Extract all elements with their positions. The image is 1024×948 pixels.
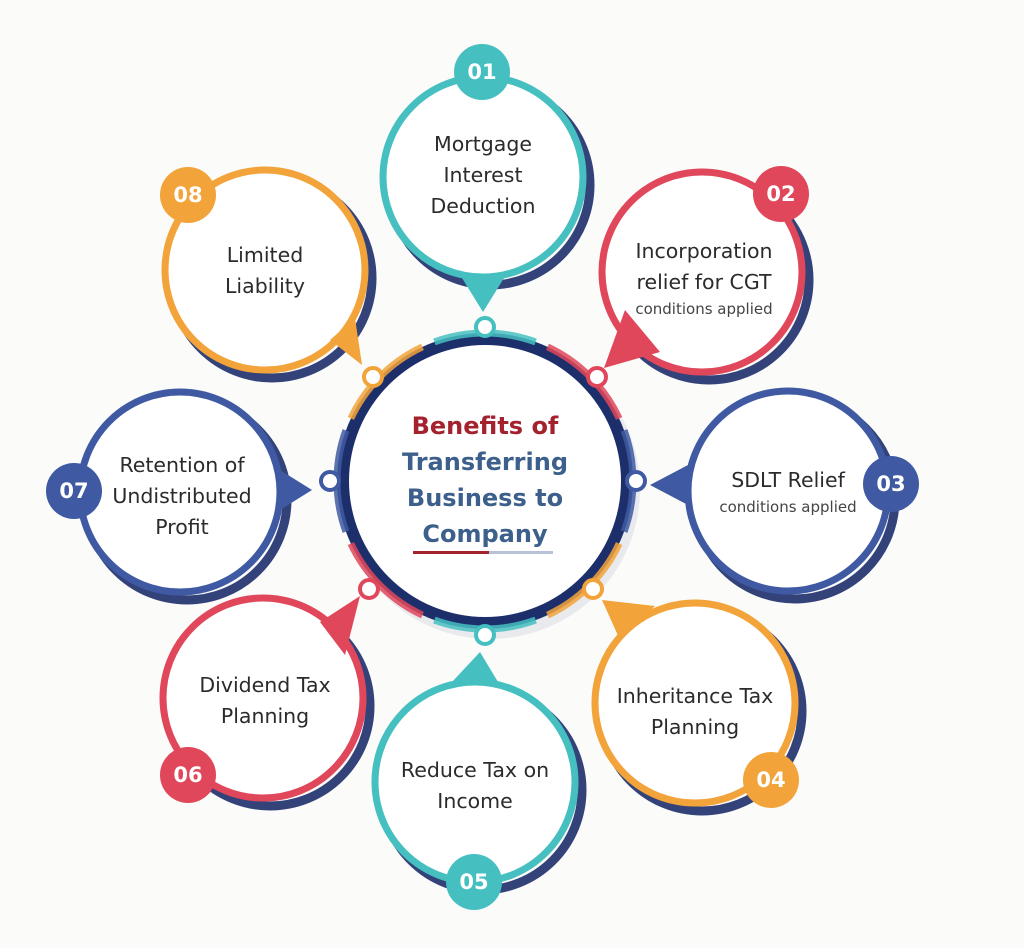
card-pointer xyxy=(650,465,688,505)
connector-dot xyxy=(358,578,380,600)
number-badge xyxy=(753,166,809,222)
card-pointer xyxy=(452,652,498,682)
card-ring xyxy=(598,168,806,376)
benefit-card-01-text: Mortgage Interest Deduction xyxy=(388,123,578,227)
benefit-02-line-2: relief for CGT xyxy=(636,270,772,294)
card-pointer xyxy=(320,596,360,655)
card-ring xyxy=(161,166,369,374)
title-underline-grey xyxy=(489,551,553,554)
benefit-card-07 xyxy=(46,388,312,605)
badge-04-number: 04 xyxy=(756,768,786,792)
benefit-06-line-1: Dividend Tax xyxy=(199,673,331,697)
benefit-04-line-2: Planning xyxy=(650,715,740,739)
benefit-card-04 xyxy=(591,599,807,816)
benefit-card-05-text: Reduce Tax on Income xyxy=(380,751,570,821)
center-title-line-2: Transferring xyxy=(401,448,569,476)
benefit-08-line-1: Limited xyxy=(226,243,304,267)
benefit-02-line-1: Incorporation xyxy=(635,239,773,263)
center-title-line-4: Company xyxy=(422,520,548,548)
benefit-04-line-1: Inheritance Tax xyxy=(616,684,774,708)
badge-06-number: 06 xyxy=(173,763,203,787)
benefit-card-08-text: Limited Liability xyxy=(170,236,360,306)
ring-segment xyxy=(347,542,424,619)
benefit-card-06-text: Dividend Tax Planning xyxy=(170,666,360,736)
benefit-card-03 xyxy=(650,387,919,604)
badge-03-number: 03 xyxy=(876,472,906,496)
number-badge xyxy=(46,463,102,519)
benefit-01-line-2: Interest xyxy=(443,162,523,187)
title-underline-red xyxy=(413,551,489,554)
number-badge xyxy=(454,44,510,100)
connector-dot xyxy=(586,366,608,388)
connector-dot xyxy=(625,470,647,492)
benefit-02-note: conditions applied xyxy=(635,300,773,318)
benefit-card-05 xyxy=(371,652,587,910)
badge-02-number: 02 xyxy=(766,182,796,206)
badge-07-number: 07 xyxy=(59,479,89,503)
number-badge xyxy=(160,747,216,803)
benefit-card-02 xyxy=(598,166,814,385)
center-title-line-3: Business to xyxy=(406,484,564,512)
connector-dot xyxy=(319,470,341,492)
connector-dot xyxy=(582,578,604,600)
benefit-07-line-2: Undistributed xyxy=(112,483,252,508)
benefit-card-02-text: Incorporation relief for CGT conditions … xyxy=(604,228,804,328)
connector-dot xyxy=(362,366,384,388)
benefit-card-03-text: SDLT Relief conditions applied xyxy=(696,455,880,527)
benefit-card-06 xyxy=(159,594,375,811)
number-badge xyxy=(446,854,502,910)
card-ring xyxy=(591,599,799,807)
center-inner-disc xyxy=(349,345,621,617)
badge-05-number: 05 xyxy=(459,870,489,894)
benefit-card-08 xyxy=(160,166,377,383)
number-badge xyxy=(863,456,919,512)
center-title: Benefits of Transferring Business to Com… xyxy=(372,408,598,552)
benefit-05-line-2: Income xyxy=(437,789,513,813)
center-title-line-1: Benefits of xyxy=(411,412,559,440)
benefit-01-line-3: Deduction xyxy=(430,193,536,218)
card-ring xyxy=(159,594,367,802)
connector-dot xyxy=(474,316,496,338)
card-pointer xyxy=(602,600,655,640)
benefit-card-07-text: Retention of Undistributed Profit xyxy=(90,444,274,548)
benefit-03-line-1: SDLT Relief xyxy=(731,467,845,492)
card-pointer xyxy=(330,318,362,365)
benefit-05-line-1: Reduce Tax on xyxy=(400,758,550,782)
number-badge xyxy=(160,167,216,223)
card-pointer xyxy=(280,470,312,510)
benefit-06-line-2: Planning xyxy=(220,704,310,728)
connector-ring xyxy=(333,329,640,639)
card-pointer xyxy=(462,278,504,312)
badge-08-number: 08 xyxy=(173,183,203,207)
benefit-card-01 xyxy=(379,44,595,312)
benefit-07-line-1: Retention of xyxy=(119,452,245,477)
badge-01-number: 01 xyxy=(467,60,497,84)
connector-dots xyxy=(319,316,647,646)
benefit-card-04-text: Inheritance Tax Planning xyxy=(600,677,790,747)
benefit-08-line-2: Liability xyxy=(225,274,305,298)
benefit-07-line-3: Profit xyxy=(155,514,209,539)
connector-dot xyxy=(474,624,496,646)
benefit-03-note: conditions applied xyxy=(719,497,857,516)
card-pointer xyxy=(604,310,660,368)
benefit-01-line-1: Mortgage xyxy=(434,131,532,156)
number-badge xyxy=(743,752,799,808)
benefit-cards xyxy=(46,44,919,910)
